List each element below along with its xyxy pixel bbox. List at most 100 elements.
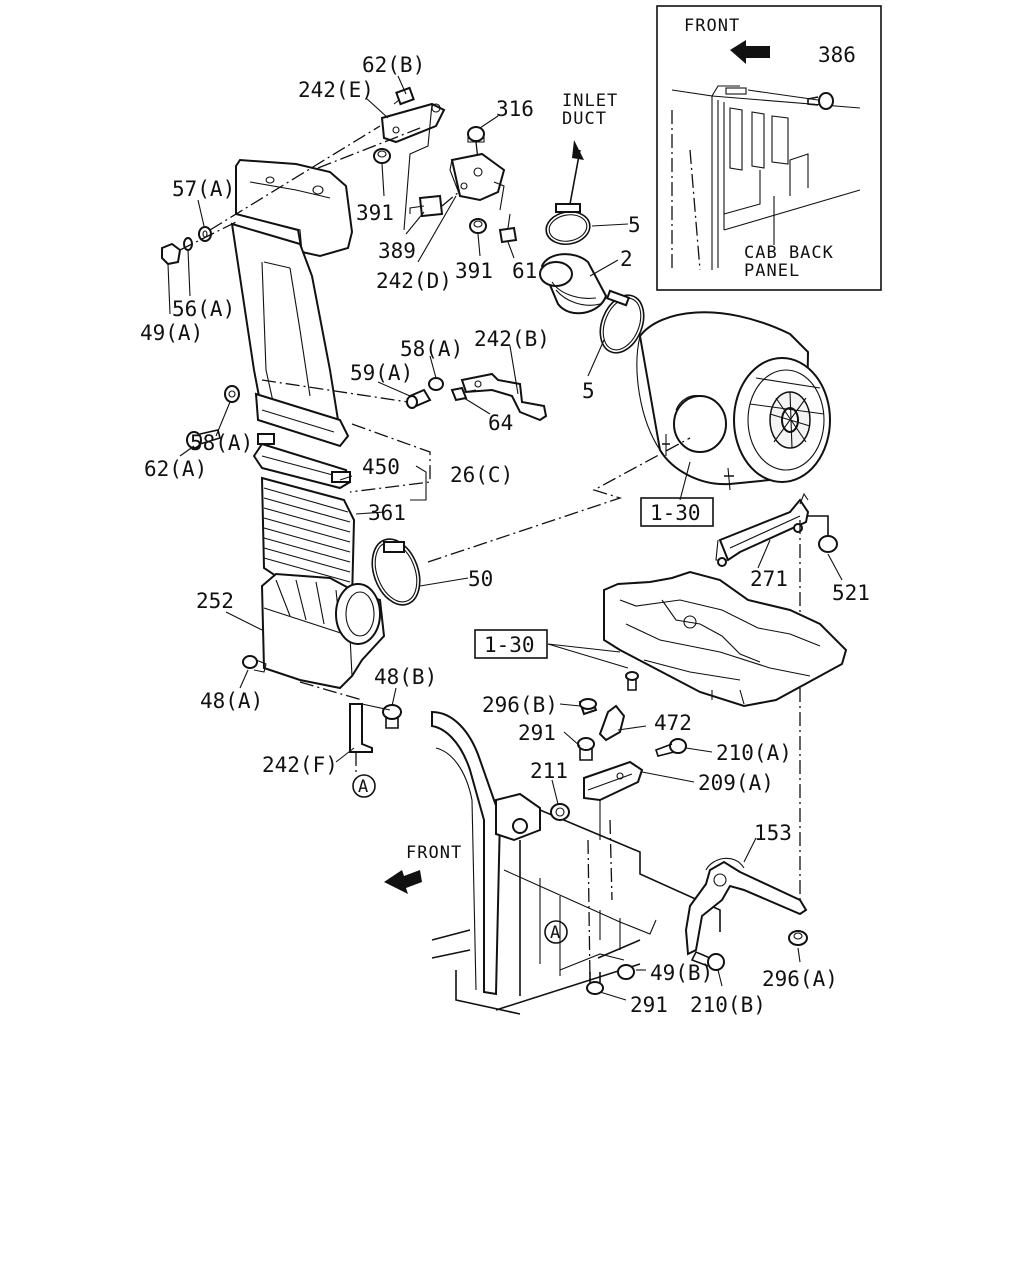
callout-49b: 49(B)	[650, 961, 713, 985]
callout-58a-upper: 58(A)	[400, 337, 463, 361]
circle-a-marker-2	[544, 920, 568, 944]
stud-bolt-floor	[625, 671, 639, 691]
callout-361: 361	[368, 501, 406, 525]
bolt-389	[409, 185, 467, 218]
inlet-arrow-icon	[572, 140, 584, 160]
bolt-48b	[382, 704, 402, 729]
inlet-duct-arrow	[569, 140, 584, 205]
callout-389: 389	[378, 239, 416, 263]
nut-521	[818, 535, 838, 553]
nut-391-lower	[469, 218, 487, 234]
callout-62b: 62(B)	[362, 53, 425, 77]
clamp-50	[371, 538, 421, 606]
pre-cleaner-252	[260, 572, 386, 690]
callout-49a: 49(A)	[140, 321, 203, 345]
cab-back-label-1: CAB BACK	[744, 243, 834, 263]
clamp-5-upper	[545, 203, 591, 246]
callout-56a: 56(A)	[172, 297, 235, 321]
bolt-210a	[654, 738, 687, 757]
bolt-316	[467, 126, 485, 161]
ref-1-30-lower: 1-30	[484, 633, 535, 657]
ref-1-30-upper: 1-30	[650, 501, 701, 525]
bolt-48a	[242, 655, 267, 673]
bracket-153	[684, 857, 808, 956]
air-cleaner	[636, 311, 831, 491]
frame-assembly	[431, 710, 721, 1015]
nut-391-upper	[373, 148, 391, 164]
callout-316: 316	[496, 97, 534, 121]
bolt-61	[498, 213, 518, 244]
callout-58a-lower: 58(A)	[190, 431, 253, 455]
callout-64: 64	[488, 411, 513, 435]
bolt-64	[450, 386, 477, 402]
spacer-59a	[406, 388, 432, 409]
callout-386: 386	[818, 43, 856, 67]
callout-391-lower: 391	[455, 259, 493, 283]
callout-210b: 210(B)	[690, 993, 766, 1017]
callout-291-lower: 291	[630, 993, 668, 1017]
washer-58a-lower	[224, 385, 240, 403]
circle-a-label-2: A	[550, 923, 561, 943]
bracket-209a	[583, 760, 644, 840]
callout-296b: 296(B)	[482, 693, 558, 717]
callout-59a: 59(A)	[350, 361, 413, 385]
callout-57a: 57(A)	[172, 177, 235, 201]
cab-back-label-2: PANEL	[744, 261, 800, 281]
callout-242e: 242(E)	[298, 78, 374, 102]
callout-391-upper: 391	[356, 201, 394, 225]
circle-a-label-1: A	[358, 777, 369, 797]
bolt-291-upper	[577, 737, 595, 761]
nut-49b	[617, 964, 635, 980]
seal-450	[252, 433, 352, 490]
inlet-duct-label-1: INLET	[562, 91, 618, 111]
callout-48b: 48(B)	[374, 665, 437, 689]
callout-242f: 242(F)	[262, 753, 338, 777]
bracket-242f	[349, 703, 391, 772]
front-label: FRONT	[406, 843, 462, 863]
inset-front-label: FRONT	[684, 16, 740, 36]
bracket-242b	[460, 372, 548, 422]
washer-57a	[198, 226, 212, 242]
intake-duct-upper	[230, 158, 354, 448]
callout-242d: 242(D)	[376, 269, 452, 293]
bolt-210b	[690, 950, 725, 971]
callout-271: 271	[750, 567, 788, 591]
callout-291-upper: 291	[518, 721, 556, 745]
callout-450: 450	[362, 455, 400, 479]
front-arrow-icon	[384, 870, 422, 894]
callout-210a: 210(A)	[716, 741, 792, 765]
nut-211	[550, 803, 570, 821]
inset-cab-back-panel: FRONT 386 CAB BACK PANEL	[656, 5, 882, 291]
callout-211: 211	[530, 759, 568, 783]
callout-296a: 296(A)	[762, 967, 838, 991]
ref-box-1-30-upper	[640, 497, 714, 527]
callout-5-lower: 5	[582, 379, 595, 403]
nut-58a-upper	[428, 377, 444, 391]
inset-front-arrow-icon	[730, 40, 770, 64]
bracket-472	[598, 704, 626, 742]
inset-frame	[656, 5, 882, 291]
leader-lines	[167, 75, 843, 1001]
bracket-242e	[209, 86, 446, 231]
screw-386	[747, 89, 834, 110]
callout-242b: 242(B)	[474, 327, 550, 351]
callout-26c: 26(C)	[450, 463, 513, 487]
callout-48a: 48(A)	[200, 689, 263, 713]
ref-box-1-30-lower	[474, 629, 548, 659]
hose-2	[539, 253, 608, 315]
callout-521: 521	[832, 581, 870, 605]
circle-a-marker-1	[352, 774, 376, 798]
callout-472: 472	[654, 711, 692, 735]
floor-panel	[603, 570, 848, 708]
callout-2: 2	[620, 247, 633, 271]
bolt-62a	[186, 429, 221, 449]
callout-61: 61	[512, 259, 537, 283]
nut-296b	[578, 698, 598, 716]
callout-209a: 209(A)	[698, 771, 774, 795]
callout-5-upper: 5	[628, 213, 641, 237]
nut-296a	[788, 930, 808, 946]
bracket-271	[715, 492, 810, 567]
nut-49a	[161, 242, 182, 266]
inlet-duct-label-2: DUCT	[562, 109, 607, 129]
